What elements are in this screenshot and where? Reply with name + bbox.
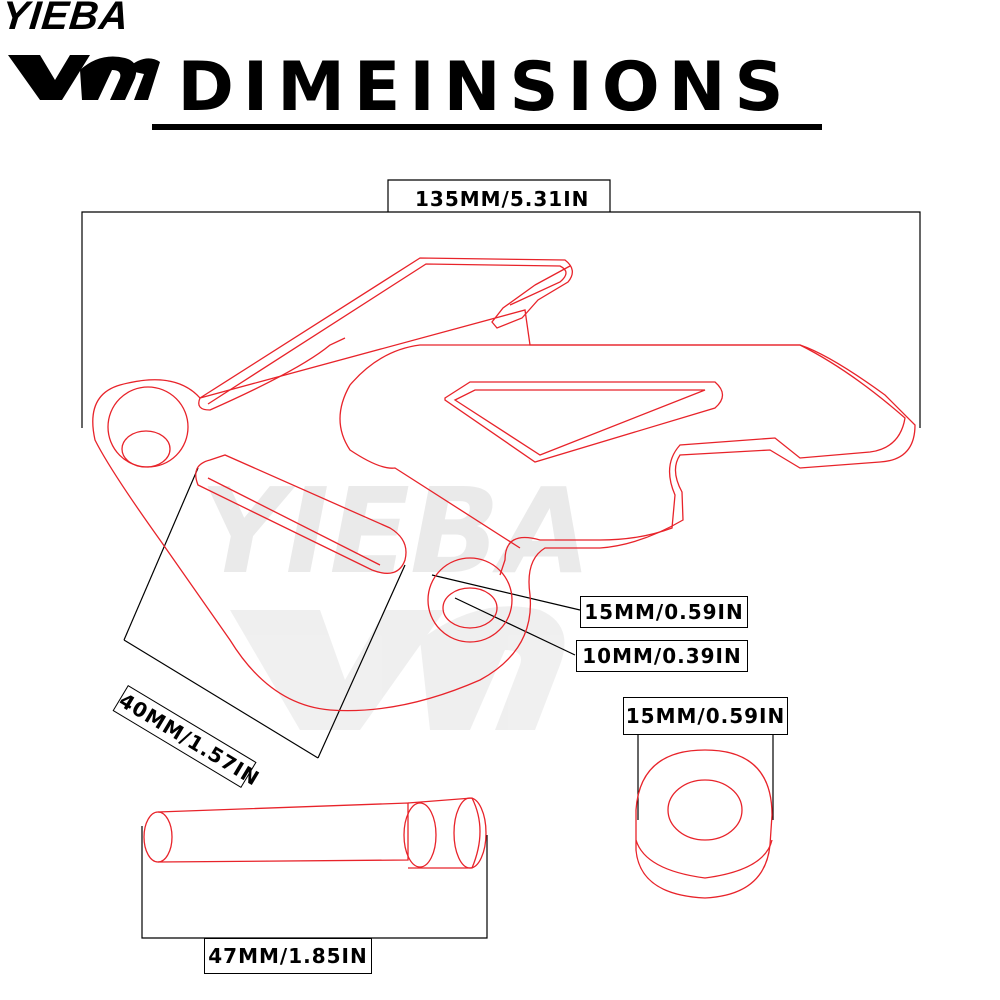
brand-logo-mark [8, 55, 160, 100]
bracket-width-label: 135MM/5.31IN [415, 187, 590, 211]
width-dimension-line [81, 211, 921, 428]
left-mount-hole-inner [121, 430, 171, 468]
window-cutout [444, 381, 724, 463]
inner-hole-leader [454, 597, 576, 656]
title-underline [152, 124, 822, 130]
bolt-length-label: 47MM/1.85IN [204, 938, 372, 974]
bottom-hole-outer [427, 557, 513, 643]
spacer-hole [667, 779, 743, 841]
bolt-outline [157, 802, 409, 863]
hole-outer-label: 15MM/0.59IN [580, 596, 748, 628]
page-title: DIMEINSIONS [177, 48, 793, 127]
slot-extension-line-left [123, 467, 199, 641]
brand-logo: YIEBA [0, 0, 170, 105]
watermark: YIEBA [200, 462, 591, 730]
spacer-diameter-label: 15MM/0.59IN [623, 697, 788, 735]
left-mount-hole-outer [107, 386, 189, 468]
outer-hole-leader [431, 574, 581, 611]
parts-outline [92, 257, 916, 899]
bottom-hole-inner [442, 587, 498, 629]
inner-plate-outline [339, 344, 906, 576]
dimension-lines [81, 179, 921, 939]
spacer-outline [635, 749, 773, 899]
slot-extension-line-right [317, 564, 406, 759]
width-label-frame [387, 179, 611, 212]
mounting-slot [195, 454, 407, 574]
watermark-text: YIEBA [200, 462, 591, 600]
slot-dimension-line [123, 639, 319, 759]
hole-inner-label: 10MM/0.39IN [576, 640, 748, 672]
